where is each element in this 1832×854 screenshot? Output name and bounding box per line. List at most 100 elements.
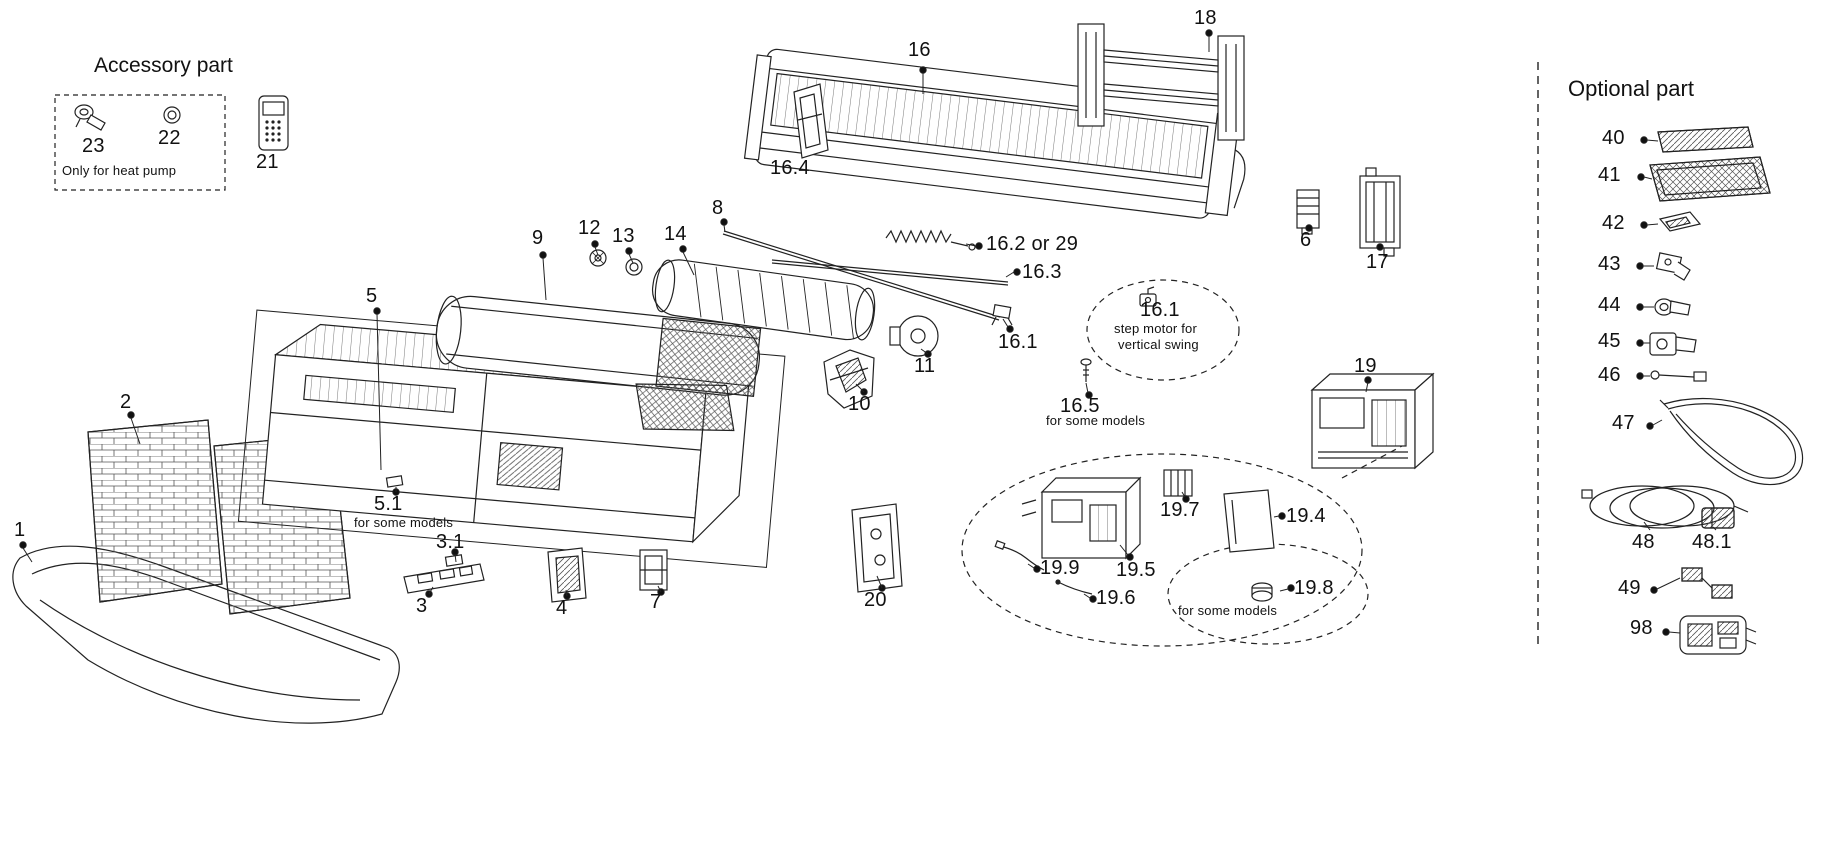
part-label-16-5: 16.5 — [1060, 395, 1100, 417]
part-16-1-step-motor-drawing — [1139, 286, 1157, 307]
part-label-12: 12 — [578, 217, 601, 239]
part-label-16-1-rod: 16.1 — [998, 331, 1038, 353]
part-label-9: 9 — [532, 227, 544, 249]
part-label-46: 46 — [1598, 364, 1621, 386]
part-48-1-connector-drawing — [1701, 507, 1735, 529]
part-label-note-some-models-5-1: for some models — [354, 515, 454, 530]
part-label-21: 21 — [256, 151, 279, 173]
part-16-1-rod-end-drawing — [991, 303, 1013, 326]
part-label-11: 11 — [914, 355, 936, 377]
part-label-2: 2 — [120, 391, 132, 413]
accessory-box-outline — [54, 94, 226, 191]
step-motor-callout-ellipse — [1086, 279, 1240, 381]
part-7-drawing — [639, 549, 668, 591]
part-17-drawing — [1359, 167, 1401, 257]
part-label-7: 7 — [650, 591, 662, 613]
part-46-drawing — [1650, 370, 1707, 382]
part-19-4-drawing — [1223, 489, 1275, 553]
part-label-19-5: 19.5 — [1116, 559, 1156, 581]
part-label-20: 20 — [864, 589, 887, 611]
part-label-4: 4 — [556, 597, 568, 619]
part-label-48-1: 48.1 — [1692, 531, 1732, 553]
part-label-23: 23 — [82, 135, 105, 157]
part-label-10: 10 — [848, 393, 871, 415]
part-16-3-rod-drawing — [771, 259, 1009, 286]
part-98-drawing — [1679, 615, 1757, 655]
part-49-drawing — [1681, 567, 1733, 599]
part-47-wire-drawing — [1659, 397, 1804, 486]
part-19-8-drawing — [1251, 582, 1273, 602]
part-label-19-8: 19.8 — [1294, 577, 1334, 599]
part-16-5-screw-drawing — [1080, 358, 1092, 382]
part-19-6-wire-drawing — [1055, 579, 1093, 595]
part-label-18: 18 — [1194, 7, 1217, 29]
part-label-43: 43 — [1598, 253, 1621, 275]
part-5-1-drawing — [385, 475, 404, 488]
part-label-19: 19 — [1354, 355, 1377, 377]
part-12-drawing — [589, 249, 607, 267]
part-label-1: 1 — [14, 519, 26, 541]
part-3-1-drawing — [444, 554, 464, 567]
part-label-3: 3 — [416, 595, 428, 617]
part-label-16-2: 16.2 or 29 — [986, 233, 1079, 255]
part-label-14: 14 — [664, 223, 687, 245]
part-label-16-4: 16.4 — [770, 157, 810, 179]
accessory-part-heading: Accessory part — [94, 54, 233, 77]
part-13-drawing — [625, 258, 643, 276]
part-label-48: 48 — [1632, 531, 1655, 553]
part-9-evaporator-drawing — [435, 295, 762, 432]
part-label-8: 8 — [712, 197, 724, 219]
part-label-note-some-models-19-8: for some models — [1178, 603, 1278, 618]
part-label-42: 42 — [1602, 212, 1625, 234]
part-20-drawing — [851, 503, 903, 593]
part-label-40: 40 — [1602, 127, 1625, 149]
part-label-49: 49 — [1618, 577, 1641, 599]
part-label-note-step-motor-2: vertical swing — [1118, 337, 1199, 352]
part-label-17: 17 — [1366, 251, 1389, 273]
part-42-drawing — [1658, 211, 1702, 232]
part-4-drawing — [547, 547, 587, 603]
part-label-note-heat-pump: Only for heat pump — [62, 163, 177, 178]
part-3-display-drawing — [403, 563, 485, 594]
part-label-45: 45 — [1598, 330, 1621, 352]
part-23-drawing — [74, 104, 106, 131]
leader-lines — [19, 29, 1717, 636]
part-label-19-9: 19.9 — [1040, 557, 1080, 579]
detail-link-line — [1341, 445, 1403, 479]
detail-subgroup-ellipse — [1167, 543, 1369, 645]
part-label-19-4: 19.4 — [1286, 505, 1326, 527]
part-label-16-3: 16.3 — [1022, 261, 1062, 283]
detail-group-ellipse — [961, 453, 1363, 647]
part-label-note-some-models-16-5: for some models — [1046, 413, 1146, 428]
part-18-wall-bracket-drawing — [1077, 23, 1245, 141]
part-label-note-step-motor-1: step motor for — [1114, 321, 1197, 336]
part-43-drawing — [1655, 252, 1691, 281]
part-label-22: 22 — [158, 127, 181, 149]
part-label-13: 13 — [612, 225, 635, 247]
part-40-drawing — [1657, 126, 1754, 153]
part-label-16: 16 — [908, 39, 931, 61]
part-label-19-6: 19.6 — [1096, 587, 1136, 609]
part-label-3-1: 3.1 — [436, 531, 465, 553]
optional-part-heading: Optional part — [1568, 76, 1694, 101]
part-8-rod-drawing — [722, 230, 1001, 321]
part-19-7-drawing — [1163, 469, 1193, 497]
part-21-remote-drawing — [258, 95, 289, 151]
part-16-4-drawing — [793, 83, 829, 159]
part-14-fan-drawing — [651, 259, 876, 341]
part-label-5: 5 — [366, 285, 378, 307]
part-label-6: 6 — [1300, 229, 1312, 251]
part-label-98: 98 — [1630, 617, 1653, 639]
part-label-44: 44 — [1598, 294, 1621, 316]
part-label-16-1-swing: 16.1 — [1140, 299, 1180, 321]
part-11-motor-drawing — [889, 315, 939, 357]
part-19-control-box-drawing — [1310, 372, 1435, 470]
part-44-drawing — [1654, 298, 1691, 316]
part-label-5-1: 5.1 — [374, 493, 403, 515]
part-label-19-7: 19.7 — [1160, 499, 1200, 521]
part-19-5-drawing — [1021, 476, 1142, 560]
part-45-drawing — [1649, 332, 1697, 356]
part-label-41: 41 — [1598, 164, 1621, 186]
